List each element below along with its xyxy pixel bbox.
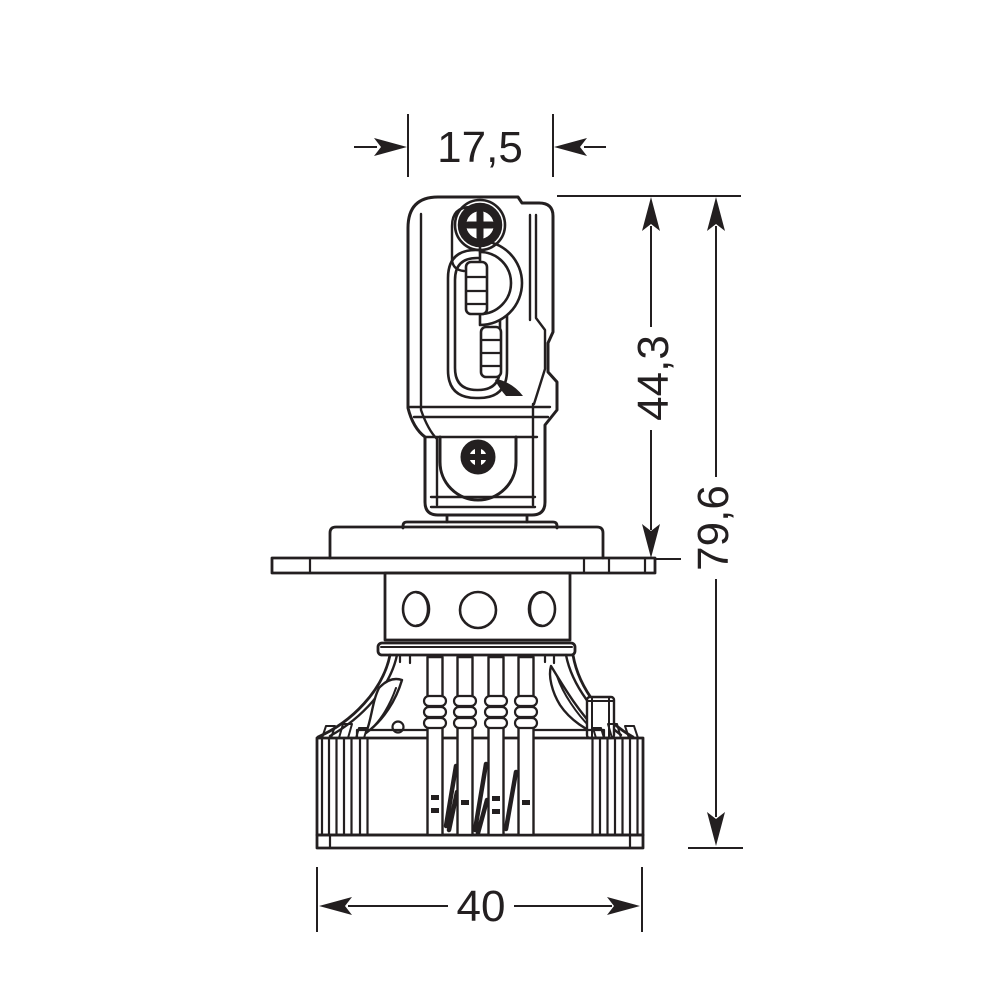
pin-4 <box>517 655 535 837</box>
flare-petal-right <box>548 664 602 736</box>
screw-top-outer-ring <box>453 198 507 252</box>
arrow-right-icon <box>607 897 640 915</box>
arrow-down-icon <box>642 524 660 558</box>
arrow-up-icon <box>642 197 660 231</box>
d-protrusion <box>478 239 524 327</box>
mounting-flange <box>270 513 657 575</box>
connector-window <box>446 239 524 400</box>
dimension-label-head-width: 17,5 <box>437 123 523 172</box>
arrow-up-icon <box>707 197 725 231</box>
heatsink <box>315 736 645 850</box>
platform-edge-lines <box>355 728 606 740</box>
heatsink-fins-left <box>320 736 369 837</box>
extension-lines <box>316 867 643 932</box>
step-block-large <box>328 525 605 560</box>
d-protrusion-inner-arc <box>478 250 513 316</box>
arrowheads <box>319 897 640 915</box>
shoulder-tabs-left <box>321 723 368 739</box>
dimension-labels: 17,5 44,3 79,6 40 <box>437 123 738 931</box>
flange-ticks <box>308 556 647 575</box>
connector-pins <box>422 655 539 837</box>
contact-ladder-lower-rungs <box>479 338 503 368</box>
flange-disc <box>270 556 657 575</box>
band-under-ticks <box>398 654 556 665</box>
head-inner-left-edge <box>419 212 439 507</box>
fan-blade-lines <box>443 761 519 836</box>
arrow-left-icon <box>319 897 352 915</box>
collar-hole-right-crescent <box>528 591 543 627</box>
dimension-upper-height <box>642 197 681 560</box>
arrowheads <box>642 197 660 558</box>
dimension-head-width <box>354 114 606 177</box>
shoulder-tabs-right <box>592 723 639 739</box>
flare-petal-left-vein <box>370 687 397 730</box>
head-bottom-lines <box>429 495 537 509</box>
heatsink-base-plate <box>315 833 645 850</box>
contact-ladder-upper <box>464 260 489 316</box>
dimension-label-base-width: 40 <box>457 882 506 931</box>
collar <box>376 571 577 665</box>
heatsink-fins-right <box>591 736 639 837</box>
screw-arch <box>438 435 518 502</box>
phillips-screw-top <box>453 198 507 252</box>
head-band-lines <box>408 405 552 439</box>
flare-outer-left <box>316 653 392 739</box>
collar-hole-center <box>458 590 498 630</box>
collar-band <box>376 641 577 657</box>
extension-lines <box>407 114 554 177</box>
base-plate-ticks <box>328 833 632 850</box>
pin-2 <box>456 655 474 837</box>
screw-top-dark-ring <box>457 202 503 248</box>
arrow-right-icon <box>374 138 407 156</box>
connector-head <box>406 195 559 517</box>
flare-petal-left <box>364 677 404 735</box>
shadow-wedge <box>495 379 523 396</box>
head-outline <box>406 195 559 517</box>
pin-ribs <box>422 694 539 730</box>
arrowheads <box>707 197 725 846</box>
collar-body <box>383 571 572 642</box>
step-block-small <box>401 520 559 530</box>
dimension-base-width <box>316 867 643 932</box>
trumpet-flare <box>316 653 639 740</box>
slot-outer <box>446 248 509 400</box>
flare-inner-left <box>328 653 399 738</box>
dimension-annotations: 17,5 44,3 79,6 40 <box>316 114 743 932</box>
bulb-drawing <box>270 195 657 850</box>
side-tab-inner-lines <box>586 696 615 739</box>
arrow-down-icon <box>707 812 725 846</box>
screw-mid-cross <box>463 442 493 472</box>
collar-hole-left-crescent <box>415 591 430 627</box>
screw-top-cross <box>464 209 496 241</box>
dimension-label-overall-height: 79,6 <box>689 485 738 571</box>
phillips-screw-mid <box>460 439 496 475</box>
arrow-left-icon <box>554 138 587 156</box>
arrowheads <box>374 138 587 156</box>
dimension-label-upper-height: 44,3 <box>629 335 678 421</box>
pin-index-marks <box>431 795 530 814</box>
pin-3 <box>487 655 505 837</box>
contact-ladder-upper-rungs <box>464 275 489 306</box>
arch-outline <box>438 435 518 502</box>
dimension-overall-height <box>688 197 743 849</box>
head-inner-right-edge <box>528 213 547 507</box>
